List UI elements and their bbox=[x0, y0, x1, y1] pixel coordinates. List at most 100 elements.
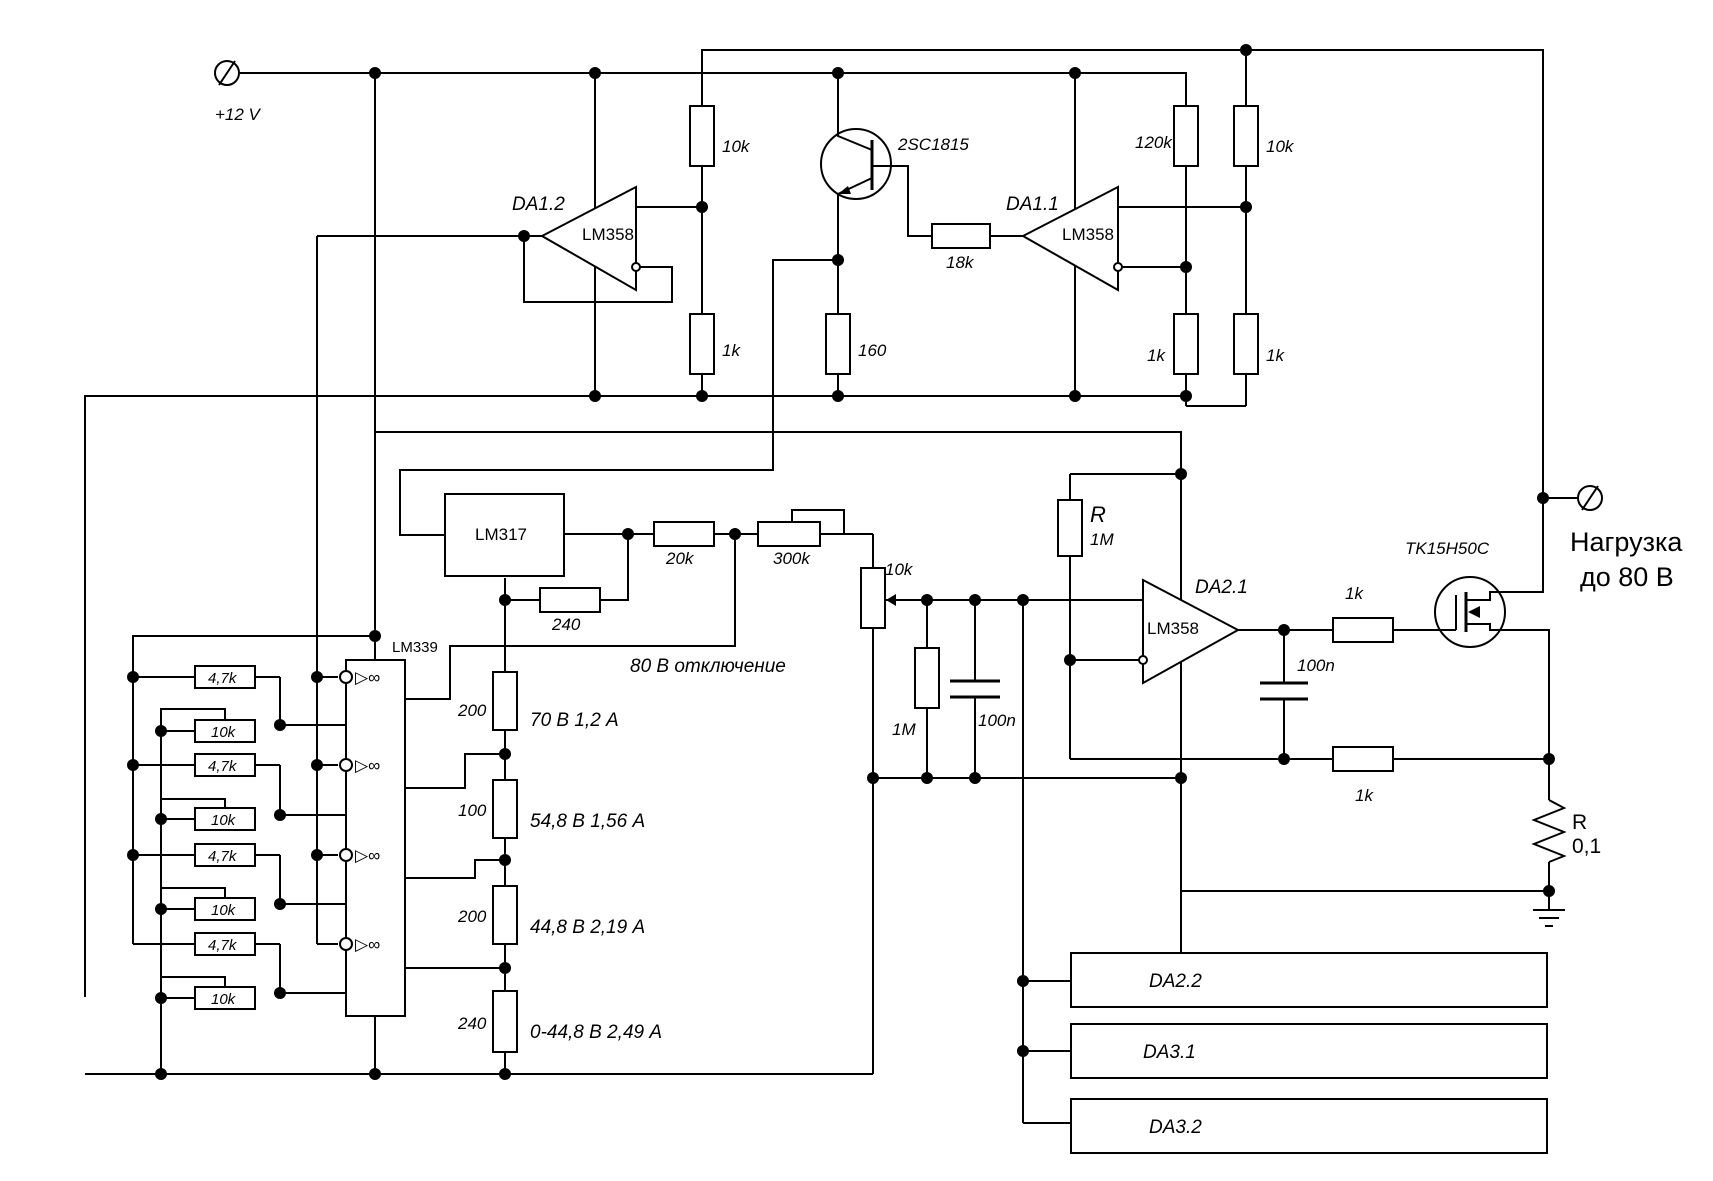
capacitor-100n-output bbox=[1260, 681, 1308, 701]
resistor-4-7k-4 bbox=[194, 932, 256, 956]
comparator-channels bbox=[339, 670, 353, 951]
resistor-200-b-label: 200 bbox=[457, 907, 487, 926]
da11-part: LM358 bbox=[1062, 225, 1114, 244]
resistor-4-7k-2-label: 4,7k bbox=[208, 758, 238, 775]
resistor-shunt-label: R bbox=[1572, 811, 1587, 834]
resistor-20k-label: 20k bbox=[665, 549, 695, 568]
opamp-da11 bbox=[1020, 185, 1119, 292]
resistor-10k-cmp-1-label: 10k bbox=[211, 724, 237, 741]
supply-label: +12 V bbox=[215, 105, 262, 124]
resistor-1k-mid bbox=[1173, 313, 1199, 375]
resistor-18k bbox=[931, 223, 991, 249]
cutoff-annotation: 80 В отключение bbox=[630, 656, 786, 677]
da11-inverting-marker bbox=[1113, 262, 1123, 272]
resistor-4-7k-1 bbox=[194, 665, 256, 689]
resistor-1k-fb bbox=[1332, 746, 1394, 772]
level4-annotation: 0-44,8 В 2,49 А bbox=[530, 1022, 662, 1043]
resistor-240-reg bbox=[539, 587, 601, 613]
ground-icon bbox=[1533, 909, 1565, 927]
resistor-10k-cmp-2 bbox=[194, 807, 256, 831]
da12-ref: DA1.2 bbox=[512, 194, 565, 215]
potentiometer-10k-label: 10k bbox=[885, 560, 914, 579]
resistor-10k-top-right bbox=[1233, 105, 1259, 167]
block-da32 bbox=[1070, 1098, 1548, 1154]
resistor-1k-left-label: 1k bbox=[722, 341, 741, 360]
junction-dots bbox=[127, 44, 1555, 1080]
mosfet-tk15h50c bbox=[1434, 576, 1520, 648]
resistor-10k-cmp-3 bbox=[194, 897, 256, 921]
resistor-1M bbox=[914, 647, 940, 709]
resistor-100-label: 100 bbox=[458, 801, 487, 820]
transistor-label: 2SC1815 bbox=[897, 135, 969, 154]
resistor-4-7k-1-label: 4,7k bbox=[208, 670, 238, 687]
resistor-10k-top-right-label: 10k bbox=[1266, 137, 1295, 156]
resistor-240-div bbox=[492, 990, 518, 1053]
block-da22 bbox=[1070, 952, 1548, 1008]
resistor-200-b bbox=[492, 885, 518, 945]
resistor-R-1M bbox=[1057, 499, 1083, 557]
resistor-4-7k-3 bbox=[194, 843, 256, 867]
level3-annotation: 44,8 В 2,19 А bbox=[530, 917, 645, 938]
resistor-20k bbox=[653, 521, 715, 547]
resistor-1k-fb-label: 1k bbox=[1355, 786, 1374, 805]
resistor-1k-out bbox=[1332, 617, 1394, 643]
resistor-1k-out-label: 1k bbox=[1345, 584, 1364, 603]
resistor-shunt-value: 0,1 bbox=[1572, 835, 1601, 858]
capacitor-100n-input-label: 100n bbox=[978, 711, 1016, 730]
capacitor-100n-input bbox=[950, 679, 1000, 699]
resistor-10k-top-left bbox=[689, 105, 715, 167]
da12-part: LM358 bbox=[582, 225, 634, 244]
wires bbox=[84, 49, 1577, 1124]
comparator-part: LM339 bbox=[392, 639, 438, 656]
potentiometer-10k bbox=[860, 567, 886, 629]
resistor-shunt bbox=[1531, 799, 1567, 863]
resistor-100 bbox=[492, 779, 518, 839]
resistor-4-7k-3-label: 4,7k bbox=[208, 848, 238, 865]
da21-inverting-marker bbox=[1138, 655, 1148, 665]
regulator-lm317 bbox=[444, 493, 565, 577]
capacitor-100n-output-label: 100n bbox=[1297, 656, 1335, 675]
comparator-symbol-1: ▷∞ bbox=[355, 668, 380, 687]
resistor-18k-label: 18k bbox=[946, 253, 975, 272]
transistor-2sc1815 bbox=[820, 128, 892, 200]
comparator-symbol-3: ▷∞ bbox=[355, 846, 380, 865]
block-da31-label: DA3.1 bbox=[1143, 1042, 1196, 1063]
resistor-300k bbox=[757, 521, 821, 547]
resistor-4-7k-2 bbox=[194, 753, 256, 777]
resistor-10k-top-left-label: 10k bbox=[722, 137, 751, 156]
resistor-160 bbox=[825, 313, 851, 375]
resistor-240-reg-label: 240 bbox=[551, 615, 581, 634]
comparator-lm339 bbox=[345, 659, 406, 1017]
potentiometer-wiper-arrow bbox=[886, 594, 896, 606]
regulator-part: LM317 bbox=[475, 525, 527, 544]
level2-annotation: 54,8 В 1,56 А bbox=[530, 811, 645, 832]
resistor-10k-cmp-4 bbox=[194, 986, 256, 1010]
da12-inverting-marker bbox=[631, 262, 641, 272]
resistor-4-7k-4-label: 4,7k bbox=[208, 937, 238, 954]
da21-ref: DA2.1 bbox=[1195, 577, 1248, 598]
resistor-10k-cmp-2-label: 10k bbox=[211, 812, 237, 829]
resistor-10k-cmp-4-label: 10k bbox=[211, 991, 237, 1008]
opamp-da21 bbox=[1142, 578, 1241, 685]
da11-ref: DA1.1 bbox=[1006, 194, 1059, 215]
resistor-120k bbox=[1173, 105, 1199, 167]
resistor-200-a-label: 200 bbox=[457, 701, 487, 720]
load-terminal bbox=[1577, 485, 1603, 511]
resistor-R-label: R bbox=[1090, 502, 1106, 527]
block-da22-label: DA2.2 bbox=[1149, 971, 1202, 992]
comparator-symbol-2: ▷∞ bbox=[355, 756, 380, 775]
comparator-symbol-4: ▷∞ bbox=[355, 935, 380, 954]
resistor-1k-right bbox=[1233, 313, 1259, 375]
block-da31 bbox=[1070, 1023, 1548, 1079]
da21-part: LM358 bbox=[1147, 619, 1199, 638]
resistor-200-a bbox=[492, 671, 518, 731]
resistor-10k-cmp-3-label: 10k bbox=[211, 902, 237, 919]
resistor-1k-right-label: 1k bbox=[1266, 346, 1285, 365]
supply-terminal bbox=[214, 60, 240, 86]
resistor-120k-label: 120k bbox=[1135, 133, 1173, 152]
resistor-160-label: 160 bbox=[858, 341, 887, 360]
opamp-da12 bbox=[539, 185, 637, 292]
load-label-line1: Нагрузка bbox=[1570, 527, 1683, 557]
level1-annotation: 70 В 1,2 А bbox=[530, 710, 619, 731]
